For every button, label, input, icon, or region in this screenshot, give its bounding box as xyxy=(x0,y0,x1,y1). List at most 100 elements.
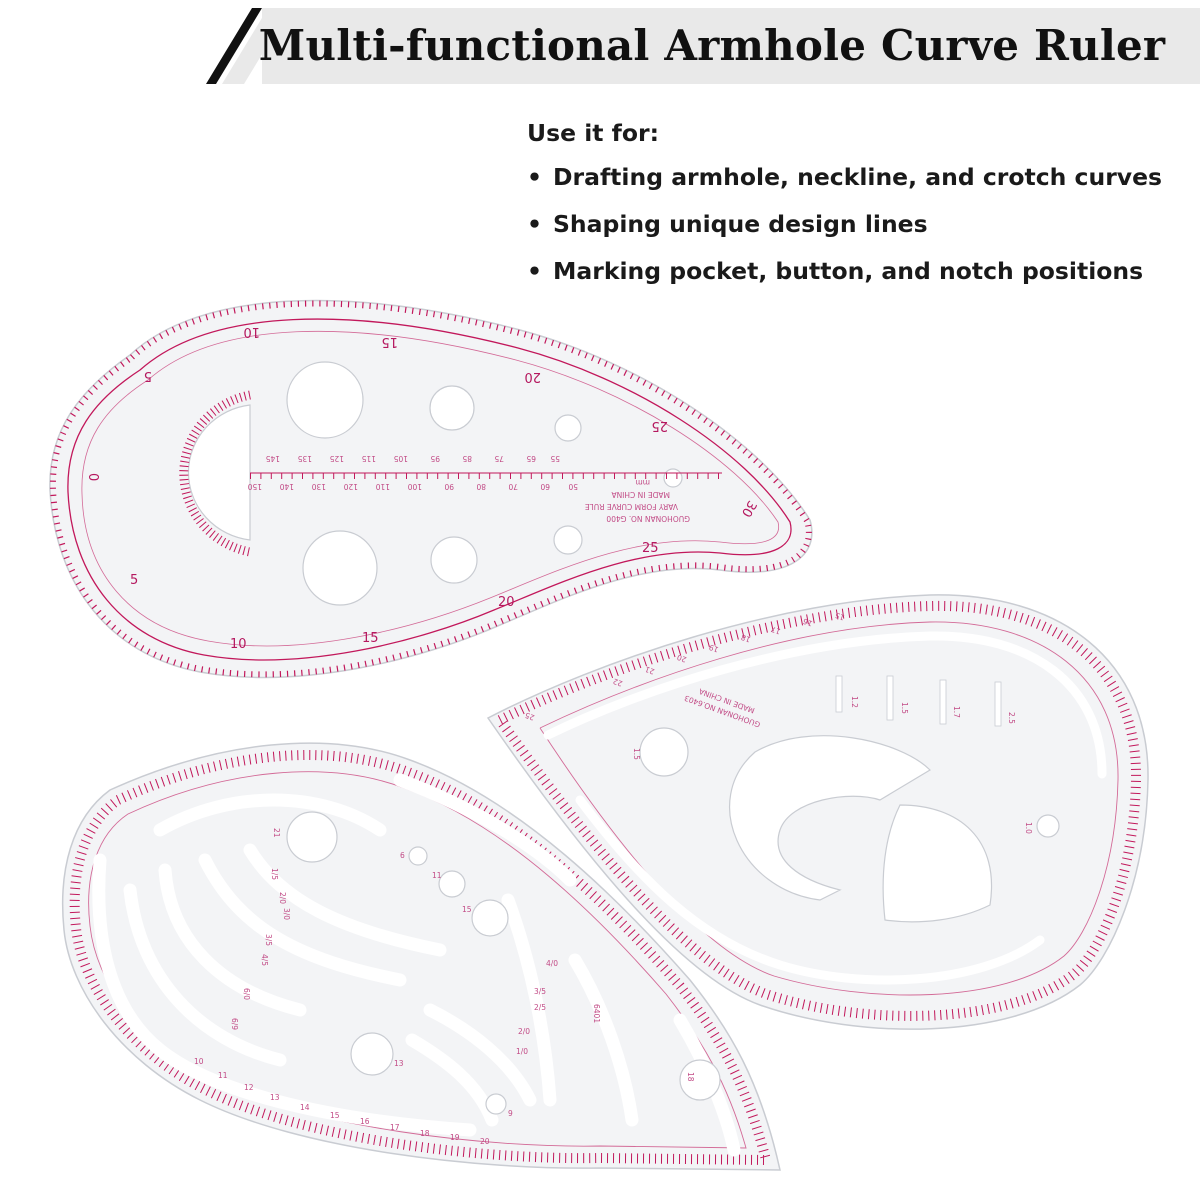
scale-label: 150 xyxy=(247,482,262,491)
left-ruler-hole xyxy=(438,870,466,898)
edge-number: 11 xyxy=(218,1071,228,1080)
circle-label: 13 xyxy=(394,1059,404,1068)
slot-label: 2.5 xyxy=(1007,712,1016,724)
ruler-number: 0 xyxy=(85,473,100,481)
curve-slot xyxy=(158,863,307,1017)
usage-item-text: Shaping unique design lines xyxy=(553,210,928,238)
sub-label: VARY FORM CURVE RULE xyxy=(585,502,678,511)
slot-label: 1/5 xyxy=(270,868,279,880)
left-ruler-body xyxy=(61,742,781,1171)
curve-slot xyxy=(153,793,387,837)
scale-label: 85 xyxy=(462,454,472,463)
usage-list-panel: Use it for: •Drafting armhole, neckline,… xyxy=(527,112,1187,295)
ruler-number: 25 xyxy=(651,418,668,433)
usage-item: • Marking pocket, button, and notch posit… xyxy=(527,248,1187,295)
scale-label: 65 xyxy=(526,454,536,463)
edge-number: 20 xyxy=(480,1137,490,1146)
bullet-icon: • xyxy=(527,257,543,285)
slot-label: 1.5 xyxy=(900,702,909,714)
banner-stripe-left xyxy=(206,8,262,84)
curve-slot xyxy=(243,843,447,957)
edge-number: 15 xyxy=(330,1111,340,1120)
scale-label: 145 xyxy=(265,454,280,463)
scale-label: 115 xyxy=(361,454,376,463)
protractor-cutout xyxy=(187,404,251,541)
right-ruler-body xyxy=(486,594,1149,1030)
curve-slot xyxy=(198,853,407,987)
scale-label: 55 xyxy=(550,454,560,463)
slot-bar xyxy=(994,681,1002,727)
left-ruler-hole xyxy=(408,846,428,866)
circle-label: 11 xyxy=(432,871,442,880)
ruler-number: 15 xyxy=(362,631,379,646)
made-in-label: MADE IN CHINA xyxy=(611,490,670,499)
ruler-number: 15 xyxy=(381,334,398,349)
scale-label: 140 xyxy=(279,482,294,491)
circle-label: 15 xyxy=(462,905,472,914)
slot-label: 3/5 xyxy=(264,934,273,946)
scale-label: 130 xyxy=(311,482,326,491)
usage-item: • Shaping unique design lines xyxy=(527,201,1187,248)
edge-number: 13 xyxy=(270,1093,280,1102)
slot-label: 1/0 xyxy=(516,1047,528,1056)
top-hole xyxy=(302,530,378,606)
ruler-number: 5 xyxy=(144,368,152,383)
ruler-number: 10 xyxy=(243,324,260,339)
edge-number: 25 xyxy=(524,710,536,722)
right-ruler-d-cutout xyxy=(728,735,931,901)
curve-slot xyxy=(501,893,557,1107)
top-ruler: 150 140 130 120 110 100 90 80 70 60 50 1… xyxy=(49,299,813,679)
slot-label: 4/5 xyxy=(260,954,269,966)
bullet-icon: • xyxy=(527,210,543,238)
slot-labels: 1/5 2/0 3/0 3/5 4/5 6/0 4/0 3/5 2/5 2/0 … xyxy=(230,868,601,1056)
right-ruler-hole xyxy=(1036,814,1060,838)
usage-item-text: Marking pocket, button, and notch positi… xyxy=(553,257,1144,285)
model-label: GUOHONAN NO. G400 xyxy=(606,514,690,523)
ruler-number: 5 xyxy=(130,573,138,588)
edge-number: 12 xyxy=(244,1083,254,1092)
scale-label: 105 xyxy=(393,454,408,463)
scale-label: 135 xyxy=(297,454,312,463)
top-ruler-inner-line-2 xyxy=(81,330,780,647)
top-hole xyxy=(430,536,478,584)
usage-item: •Drafting armhole, neckline, and crotch … xyxy=(527,154,1187,201)
slot-bar xyxy=(835,675,843,713)
ruler-number: 20 xyxy=(498,595,515,610)
scale-label: 120 xyxy=(343,482,358,491)
model-label: 6401 xyxy=(592,1004,601,1023)
unit-label: mm xyxy=(635,478,650,487)
top-hole xyxy=(553,525,583,555)
edge-number: 21 xyxy=(644,664,656,676)
scale-label: 75 xyxy=(494,454,504,463)
left-ruler-hole xyxy=(485,1093,507,1115)
edge-number: 10 xyxy=(194,1057,204,1066)
usage-item-text: Drafting armhole, neckline, and crotch c… xyxy=(553,163,1163,191)
curve-slot xyxy=(568,953,639,1127)
ruler-number: 30 xyxy=(738,498,759,520)
slot-label: 6/9 xyxy=(230,1018,239,1030)
ruler-number: 20 xyxy=(524,369,541,384)
left-edge-numbers: 10 11 12 13 14 15 16 17 18 19 20 xyxy=(194,1057,490,1146)
ruler-number: 10 xyxy=(230,637,247,652)
right-ruler-hole xyxy=(639,727,689,777)
right-ruler-slot-bottom xyxy=(575,795,1045,985)
slot-label: 1.7 xyxy=(952,706,961,718)
circle-label: 6 xyxy=(400,851,405,860)
scale-label: 100 xyxy=(407,482,422,491)
scale-label: 80 xyxy=(476,482,486,491)
banner-slant xyxy=(222,8,290,84)
slot-label: 3/0 xyxy=(282,908,291,920)
slot-label: 1.2 xyxy=(850,696,859,708)
top-ruler-inner-line xyxy=(67,318,792,661)
slot-label: 3/5 xyxy=(534,987,546,996)
slot-label: 2/0 xyxy=(518,1027,530,1036)
scale-label: 50 xyxy=(568,482,578,491)
slot-bar xyxy=(939,679,947,725)
top-hole xyxy=(286,361,364,439)
edge-number: 17 xyxy=(390,1123,400,1132)
curve-slot xyxy=(423,1003,537,1107)
left-ruler-hole xyxy=(679,1059,721,1101)
usage-list: • Drafting armhole, neckline, and crotch … xyxy=(527,154,1187,295)
right-ruler: 1.2 1.5 1.7 2.5 1.0 1.5 GUOHONAN NO.6403… xyxy=(486,594,1149,1030)
